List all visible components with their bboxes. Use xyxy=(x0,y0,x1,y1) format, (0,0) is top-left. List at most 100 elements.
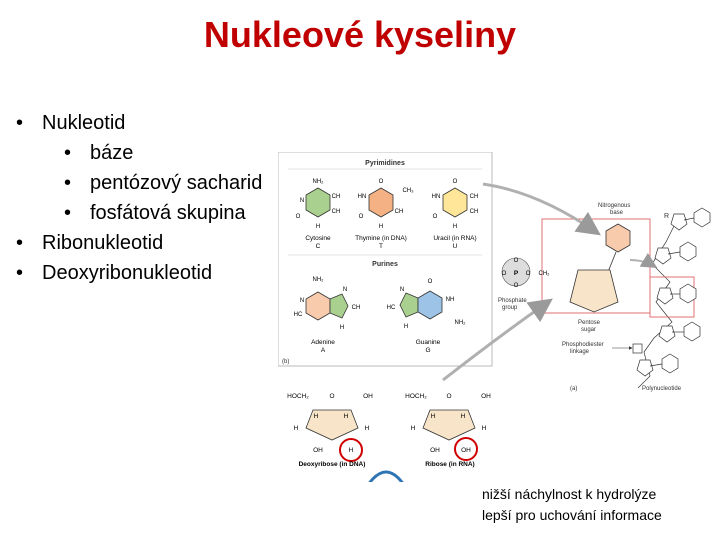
uracil-ch-bottom: CH xyxy=(470,209,479,215)
ribose-h-left: H xyxy=(411,425,416,432)
chain-r-label: R xyxy=(664,213,669,220)
ribose-o: O xyxy=(446,393,451,400)
chain-base-4 xyxy=(683,321,701,342)
deoxyribose-oh-bottom: OH xyxy=(313,447,323,454)
phosphate-o-bottom: O xyxy=(514,283,519,289)
bullet-ribonukleotid: Ribonukleotid xyxy=(16,228,262,258)
chain-base-1 xyxy=(693,207,711,228)
comparison-arrow xyxy=(368,470,404,482)
cytosine-o: O xyxy=(296,214,301,220)
adenine-hc: HC xyxy=(294,312,303,318)
chain-sugar-5 xyxy=(636,359,654,377)
thymine-h: H xyxy=(379,224,383,230)
phosphate-label-2: group xyxy=(502,305,518,311)
arrow-bases-to-nucleotide xyxy=(482,182,601,236)
cytosine-ring xyxy=(305,187,331,218)
sub-bullet-list: báze pentózový sacharid fosfátová skupin… xyxy=(42,138,262,228)
deoxyribose-hoch2: HOCH₂ xyxy=(287,393,309,400)
uracil-hn: HN xyxy=(432,194,441,200)
cytosine-molecule: NH₂ N CH CH O H Cytosine C xyxy=(296,179,341,250)
pyrimidines-heading: Pyrimidines xyxy=(365,160,405,167)
nucleotide-structure-figure: Pyrimidines NH₂ N CH CH O H Cytosine C O… xyxy=(278,152,711,482)
deoxyribose-h-ring-1: H xyxy=(314,413,319,420)
phosphate-label-1: Phosphate xyxy=(498,298,527,304)
cytosine-n-left: N xyxy=(300,198,304,204)
guanine-o: O xyxy=(428,279,433,285)
adenine-five-ring xyxy=(329,293,349,319)
adenine-h: H xyxy=(340,325,344,331)
phosphodiester-marker xyxy=(632,343,643,354)
thymine-hn: HN xyxy=(358,194,367,200)
phosphate-o-right: O xyxy=(526,271,531,277)
uracil-o-bottom: O xyxy=(433,214,438,220)
cytosine-code: C xyxy=(316,243,321,250)
guanine-n: N xyxy=(400,287,404,293)
bullet-list: Nukleotid báze pentózový sacharid fosfát… xyxy=(16,108,262,288)
thymine-o-top: O xyxy=(379,179,384,185)
deoxyribose-h-bottom: H xyxy=(349,447,354,454)
ribose-hoch2: HOCH₂ xyxy=(405,393,427,400)
ribose-label: Ribose (in RNA) xyxy=(425,461,474,468)
stability-note: nižší náchylnost k hydrolýze lepší pro u… xyxy=(482,484,662,526)
deoxyribose-h-ring-2: H xyxy=(344,413,349,420)
ribose-oh-bottom-right: OH xyxy=(461,447,471,454)
cytosine-h: H xyxy=(316,224,320,230)
sub-bullet-sacharid: pentózový sacharid xyxy=(64,168,262,198)
pentose-label-1: Pentose xyxy=(578,320,601,326)
uracil-label: Uracil (in RNA) xyxy=(433,235,476,242)
chain-sugar-1 xyxy=(670,213,688,231)
guanine-molecule: O N NH HC NH₂ H Guanine G xyxy=(387,279,467,354)
deoxyribose-o: O xyxy=(329,393,334,400)
adenine-ch: CH xyxy=(352,305,361,311)
chain-sugar-4 xyxy=(658,325,676,343)
adenine-label: Adenine xyxy=(311,339,335,346)
chain-base-3 xyxy=(679,283,697,304)
adenine-molecule: NH₂ N HC N CH H Adenine A xyxy=(294,277,361,354)
slide-title: Nukleové kyseliny xyxy=(203,14,517,55)
thymine-code: T xyxy=(379,243,383,250)
deoxyribose-label: Deoxyribose (in DNA) xyxy=(299,461,366,468)
base-to-sugar-bond xyxy=(607,251,617,273)
deoxyribose-highlight-circle xyxy=(339,438,363,462)
bases-panel-frame xyxy=(278,152,493,367)
note-line-2: lepší pro uchování informace xyxy=(482,507,662,523)
uracil-ch-top: CH xyxy=(470,194,479,200)
phosphate-ch2: CH₂ xyxy=(539,271,551,277)
sub-bullet-fosfat: fosfátová skupina xyxy=(64,198,262,228)
polynucleotide-label: Polynucleotide xyxy=(642,386,682,392)
guanine-label: Guanine xyxy=(416,339,441,346)
uracil-h: H xyxy=(453,224,457,230)
note-line-1: nižší náchylnost k hydrolýze xyxy=(482,486,657,502)
guanine-hc: HC xyxy=(387,305,396,311)
ribose-highlight-circle xyxy=(454,437,478,461)
bullet-deoxyribonukleotid: Deoxyribonukleotid xyxy=(16,258,262,288)
uracil-molecule: O HN CH CH O H Uracil (in RNA) U xyxy=(432,179,479,250)
uracil-ring xyxy=(442,187,468,218)
guanine-code: G xyxy=(425,347,430,354)
cytosine-ch-bottom: CH xyxy=(332,209,341,215)
purines-heading: Purines xyxy=(372,261,398,268)
guanine-six-ring xyxy=(417,290,443,320)
chain-link-2 xyxy=(667,251,681,255)
uracil-o-top: O xyxy=(453,179,458,185)
chain-sugar-2 xyxy=(654,247,672,265)
pentose-sugar-pentagon xyxy=(569,269,619,313)
ribose-h-ring-2: H xyxy=(461,413,466,420)
cytosine-nh2: NH₂ xyxy=(313,179,325,185)
chain-sugar-3 xyxy=(656,287,674,305)
phosphate-circle xyxy=(501,257,531,287)
pentose-label-2: sugar xyxy=(581,327,596,333)
deoxyribose-h-left: H xyxy=(294,425,299,432)
guanine-nh2: NH₂ xyxy=(455,320,467,326)
bullet-nukleotid: Nukleotid xyxy=(42,112,126,134)
adenine-code: A xyxy=(321,347,326,354)
phosphate-o-left: O xyxy=(502,271,507,277)
deoxyribose-h-right: H xyxy=(365,425,370,432)
thymine-ring xyxy=(368,187,394,218)
thymine-molecule: O CH₃ HN CH O H Thymine (in DNA) T xyxy=(355,179,414,250)
phosphodiester-label-2: linkage xyxy=(570,349,590,355)
sub-bullet-baze: báze xyxy=(64,138,262,168)
nitrogenous-base-hexagon xyxy=(605,223,631,253)
ribose-oh-bottom-left: OH xyxy=(430,447,440,454)
cytosine-ch-top: CH xyxy=(332,194,341,200)
